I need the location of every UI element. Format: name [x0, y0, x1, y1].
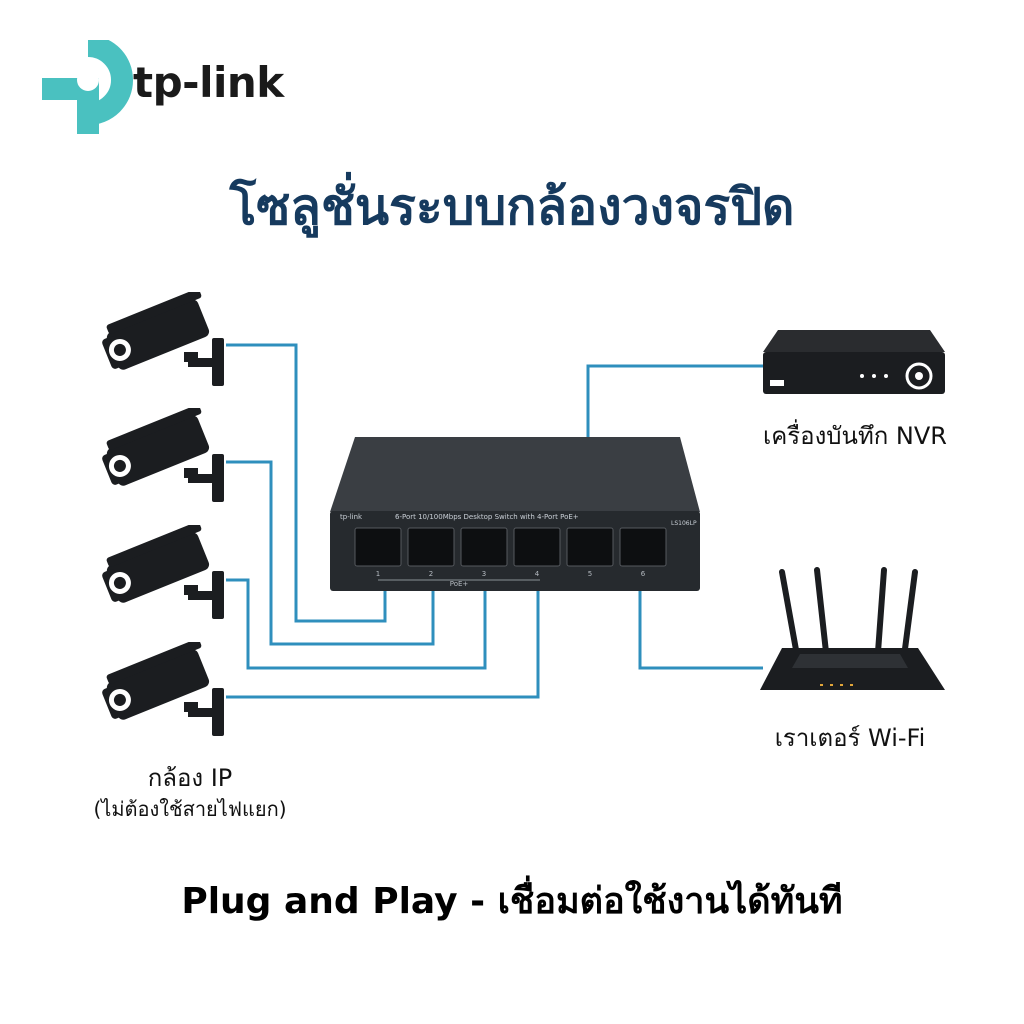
- antenna-3: [875, 567, 887, 655]
- port-number-2: 2: [429, 570, 433, 578]
- port-number-4: 4: [535, 570, 540, 578]
- port-number-1: 1: [376, 570, 380, 578]
- port-number-6: 6: [641, 570, 646, 578]
- nvr-device: [763, 330, 945, 394]
- cctv-camera-icon: [102, 292, 224, 386]
- tp-link-logo-icon: [42, 40, 133, 134]
- camera-note: (ไม่ต้องใช้สายไฟแยก): [93, 797, 287, 821]
- brand-wordmark: tp-link: [133, 58, 284, 107]
- port-3: [460, 527, 508, 567]
- cctv-camera-icon: [102, 642, 224, 736]
- camera-label: กล้อง IP: [147, 764, 233, 792]
- switch-ports: [354, 527, 667, 567]
- nvr-slot: [770, 380, 784, 386]
- switch-model: LS106LP: [671, 520, 697, 527]
- page-title: โซลูชั่นระบบกล้องวงจรปิด: [229, 178, 795, 236]
- nvr-top: [763, 330, 945, 352]
- switch-top: [330, 437, 700, 512]
- switch-title: 6-Port 10/100Mbps Desktop Switch with 4-…: [395, 513, 579, 521]
- footer-tagline: Plug and Play - เชื่อมต่อใช้งานได้ทันที: [181, 881, 843, 922]
- nvr-front: [763, 352, 945, 394]
- wifi-router: [760, 567, 945, 690]
- port-4: [513, 527, 561, 567]
- nvr-dial-icon: [905, 362, 933, 390]
- poe-switch: tp-link 6-Port 10/100Mbps Desktop Switch…: [330, 437, 700, 591]
- port-number-5: 5: [588, 570, 592, 578]
- port-number-3: 3: [482, 570, 486, 578]
- wire-camera-4: [226, 588, 540, 699]
- cctv-camera-icon: [102, 408, 224, 502]
- port-2: [407, 527, 455, 567]
- poe-label: PoE+: [450, 580, 469, 588]
- wire-router: [638, 588, 763, 670]
- port-1: [354, 527, 402, 567]
- port-5: [566, 527, 614, 567]
- nvr-label: เครื่องบันทึก NVR: [763, 422, 947, 450]
- wire-camera-1: [226, 343, 387, 623]
- wire-camera-2: [226, 460, 435, 646]
- cctv-camera-icon: [102, 525, 224, 619]
- camera-wires: [226, 343, 540, 699]
- wire-camera-3: [226, 578, 487, 670]
- port-6: [619, 527, 667, 567]
- switch-logo: tp-link: [340, 513, 363, 521]
- antenna-2: [814, 567, 829, 655]
- router-label: เราเตอร์ Wi-Fi: [774, 724, 926, 752]
